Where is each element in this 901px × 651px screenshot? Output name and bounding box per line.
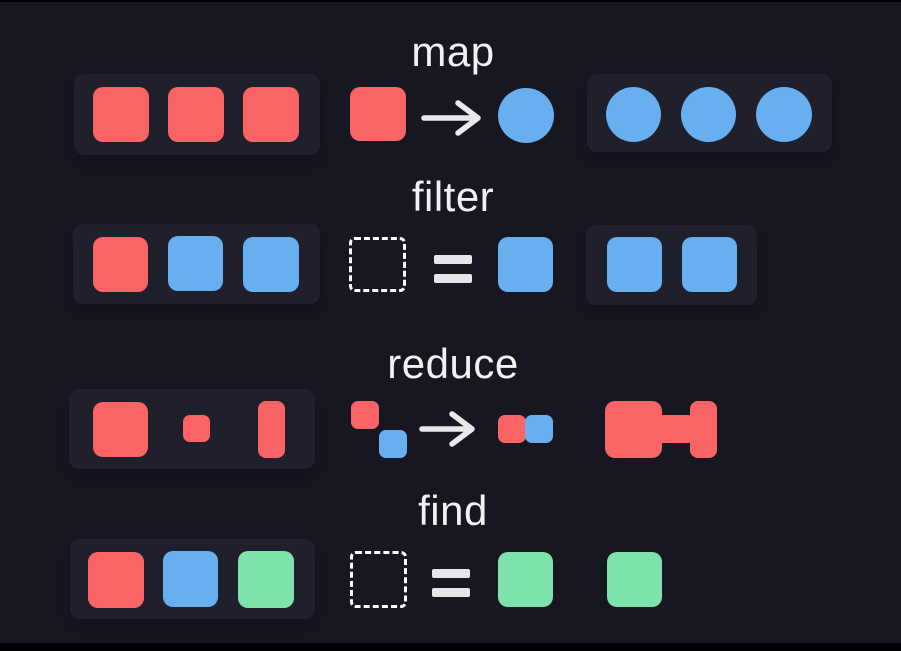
red-rect-tall bbox=[258, 401, 285, 458]
blue-square bbox=[682, 237, 737, 292]
equals-icon bbox=[434, 255, 472, 283]
red-square-large bbox=[605, 401, 662, 458]
blue-circle bbox=[498, 88, 554, 143]
red-square bbox=[168, 87, 224, 142]
map-input-array-panel bbox=[74, 74, 320, 155]
dashed-placeholder-square bbox=[350, 551, 407, 608]
section-label-map: map bbox=[411, 28, 495, 75]
filter-input-array-panel bbox=[73, 224, 320, 304]
equals-icon bbox=[432, 569, 470, 597]
red-square-small bbox=[183, 415, 210, 442]
blue-square bbox=[243, 237, 299, 292]
red-rect-tall bbox=[690, 401, 717, 458]
blue-circle bbox=[756, 87, 812, 142]
green-square bbox=[238, 551, 294, 608]
blue-square bbox=[168, 236, 223, 291]
section-label-find: find bbox=[418, 487, 488, 534]
filter-result-array-panel bbox=[586, 225, 757, 305]
section-label-filter: filter bbox=[411, 173, 495, 220]
reduce-input-array-panel bbox=[69, 389, 315, 469]
blue-square-small bbox=[379, 430, 407, 458]
blue-square bbox=[498, 237, 553, 292]
find-input-array-panel bbox=[70, 539, 315, 619]
blue-square bbox=[607, 237, 662, 292]
blue-square bbox=[163, 551, 218, 607]
arrow-right-icon bbox=[421, 100, 481, 136]
map-result-array-panel bbox=[587, 74, 832, 152]
red-square bbox=[93, 237, 148, 292]
green-square bbox=[498, 552, 553, 607]
red-square-small bbox=[498, 415, 526, 443]
red-compound-dumbbell-shape bbox=[605, 401, 717, 458]
blue-square-small bbox=[525, 415, 553, 443]
arrow-right-icon bbox=[419, 411, 475, 447]
red-square bbox=[350, 87, 406, 141]
blue-circle bbox=[606, 87, 661, 142]
red-square bbox=[93, 87, 149, 142]
dashed-placeholder-square bbox=[349, 237, 406, 292]
section-label-reduce: reduce bbox=[387, 340, 519, 387]
blue-circle bbox=[681, 87, 736, 142]
red-square-large bbox=[93, 402, 148, 457]
green-square bbox=[607, 552, 662, 607]
red-square bbox=[243, 87, 299, 142]
red-square bbox=[88, 552, 144, 608]
red-connector bbox=[655, 415, 695, 443]
red-square-small bbox=[351, 401, 379, 429]
